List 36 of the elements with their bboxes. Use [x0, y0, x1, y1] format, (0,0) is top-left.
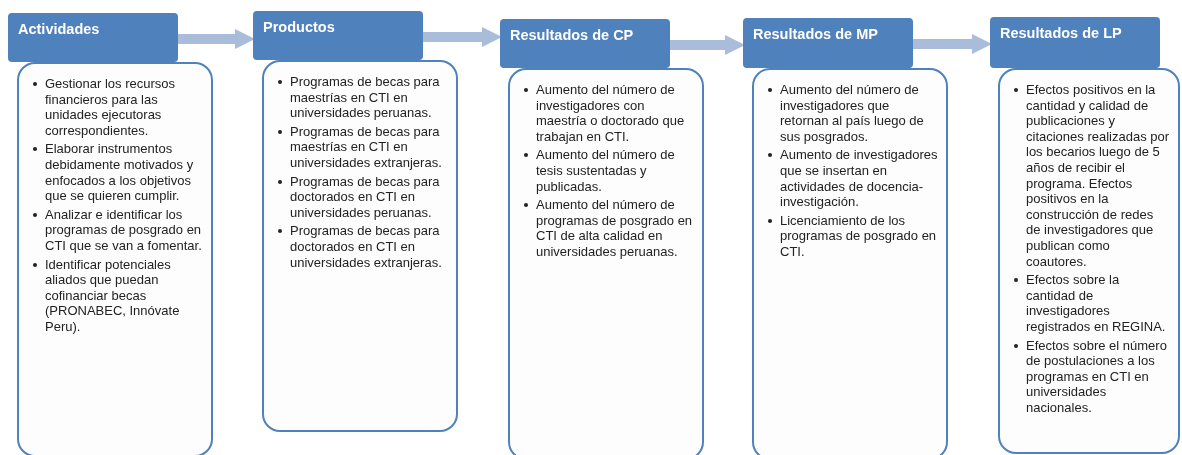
block-arrow — [913, 34, 992, 54]
bullet-item: Efectos positivos en la cantidad y calidad de publicaciones y citaciones realizadas por los becarios luego de 5 años de recibir el programa. Efectos positivos en la construcción de redes de investigadores que publican como coautores. — [1026, 82, 1170, 270]
header-title: Resultados de CP — [510, 27, 634, 43]
bullet-item: Efectos sobre el número de postulaciones a los programas en CTI en universidades nacionales. — [1026, 337, 1168, 416]
stage-header — [500, 19, 670, 68]
bullet-item: Aumento del número de programas de posgrado en CTI de alta calidad en universidades peruanas. — [536, 197, 694, 260]
content-panel — [17, 62, 213, 455]
bullet-item: Identificar potenciales aliados que puedan cofinanciar becas (PRONABEC, Innóvate Peru). — [45, 256, 181, 335]
bullet-item: Elaborar instrumentos debidamente motivados y enfocados a los objetivos que se quieren cumplir. — [45, 141, 195, 204]
block-arrow — [670, 35, 745, 55]
block-arrow — [423, 27, 502, 47]
header-title: Resultados de LP — [1000, 25, 1122, 41]
bullet-item: Programas de becas para doctorados en CTI en universidades peruanas. — [290, 173, 441, 221]
bullet-item: Aumento del número de tesis sustentadas y publicadas. — [536, 147, 676, 195]
stage-header — [253, 11, 423, 60]
stage-header — [8, 13, 178, 62]
bullet-item: Aumento de investigadores que se insertan en actividades de docencia-investigación. — [780, 147, 938, 210]
content-panel — [752, 68, 948, 455]
content-panel — [262, 60, 458, 432]
header-title: Productos — [263, 19, 335, 35]
block-arrow — [178, 29, 255, 49]
stage-header — [990, 17, 1160, 68]
bullet-item: Licenciamiento de los programas de posgrado en CTI. — [780, 212, 938, 260]
stage-header — [743, 18, 913, 68]
bullet-item: Programas de becas para doctorados en CTI en universidades extranjeras. — [290, 223, 443, 271]
content-panel — [508, 68, 704, 455]
header-title: Actividades — [18, 21, 100, 37]
bullet-item: Programas de becas para maestrías en CTI en universidades peruanas. — [290, 74, 441, 121]
bullet-item: Analizar e identificar los programas de posgrado en CTI que se van a fomentar. — [45, 206, 203, 254]
content-panel — [998, 68, 1180, 454]
bullet-item: Aumento del número de investigadores que retornan al país luego de sus posgrados. — [780, 82, 925, 145]
header-title: Resultados de MP — [753, 26, 878, 42]
bullet-item: Aumento del número de investigadores con maestría o doctorado que trabajan en CTI. — [536, 82, 686, 145]
bullet-item: Efectos sobre la cantidad de investigadores registrados en REGINA. — [1026, 272, 1167, 335]
bullet-item: Programas de becas para maestrías en CTI en universidades extranjeras. — [290, 123, 443, 171]
bullet-item: Gestionar los recursos financieros para las unidades ejecutoras correspondientes. — [45, 76, 177, 139]
